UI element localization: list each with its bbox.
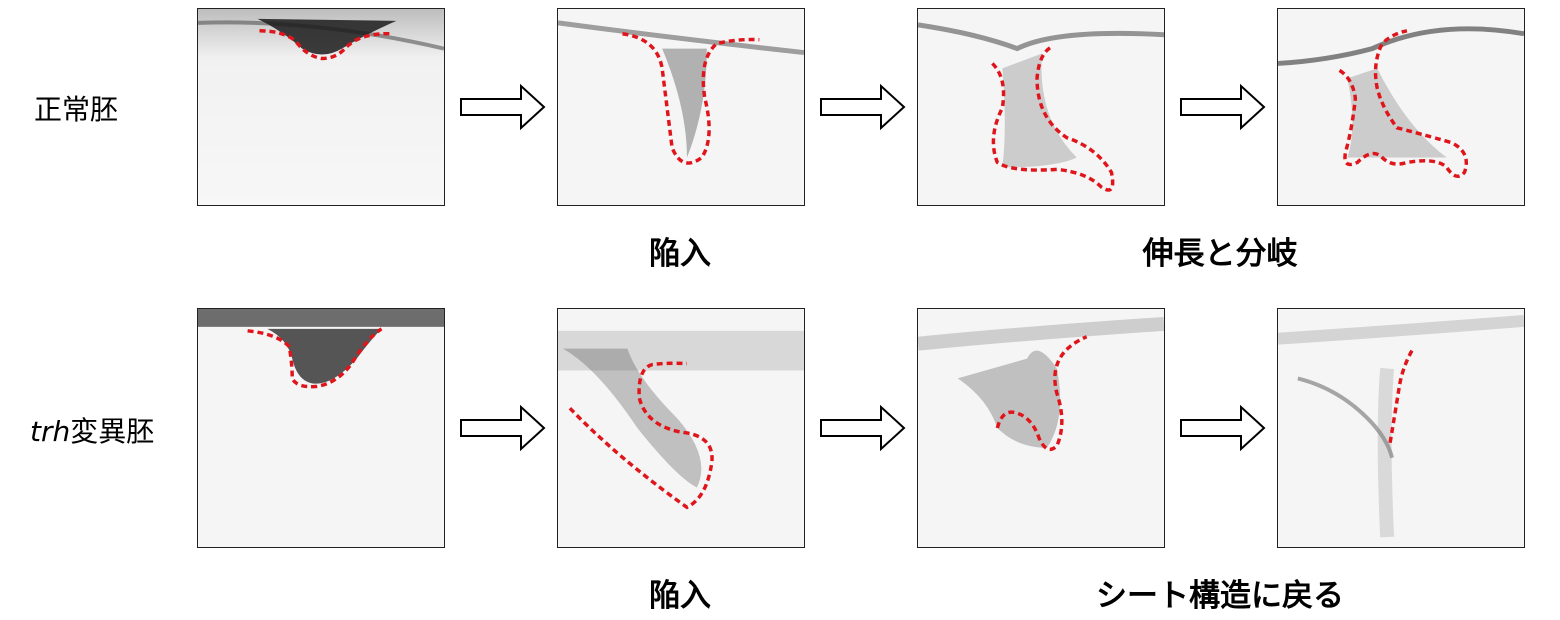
gene-name: trh <box>30 415 71 448</box>
outline-trace <box>568 361 714 510</box>
caption-elongation-branching: 伸長と分岐 <box>1142 236 1298 272</box>
panel-trh-4 <box>1277 308 1525 548</box>
arrow-icon <box>820 404 906 452</box>
arrow-icon <box>1180 404 1266 452</box>
arrow-icon <box>460 83 546 131</box>
arrow-icon <box>1180 83 1266 131</box>
outline-trace <box>247 327 383 389</box>
arrow-icon <box>820 83 906 131</box>
arrow-icon <box>460 404 546 452</box>
caption-invagination: 陥入 <box>649 578 711 614</box>
outline-trace <box>995 335 1088 452</box>
panel-normal-1 <box>197 8 445 206</box>
caption-invagination: 陥入 <box>649 236 711 272</box>
outline-trace <box>1338 29 1469 179</box>
panel-normal-2 <box>557 8 805 206</box>
row-label-trh-mutant: trh変異胚 <box>30 415 155 448</box>
panel-normal-3 <box>917 8 1165 206</box>
panel-normal-4 <box>1277 8 1525 206</box>
outline-trace <box>1388 349 1414 444</box>
outline-trace <box>991 45 1115 192</box>
caption-return-to-sheet: シート構造に戻る <box>1096 578 1344 614</box>
panel-trh-3 <box>917 308 1165 548</box>
row-label-normal: 正常胚 <box>34 93 119 126</box>
outline-trace <box>259 29 392 61</box>
panel-trh-2 <box>557 308 805 548</box>
panel-trh-1 <box>197 308 445 548</box>
